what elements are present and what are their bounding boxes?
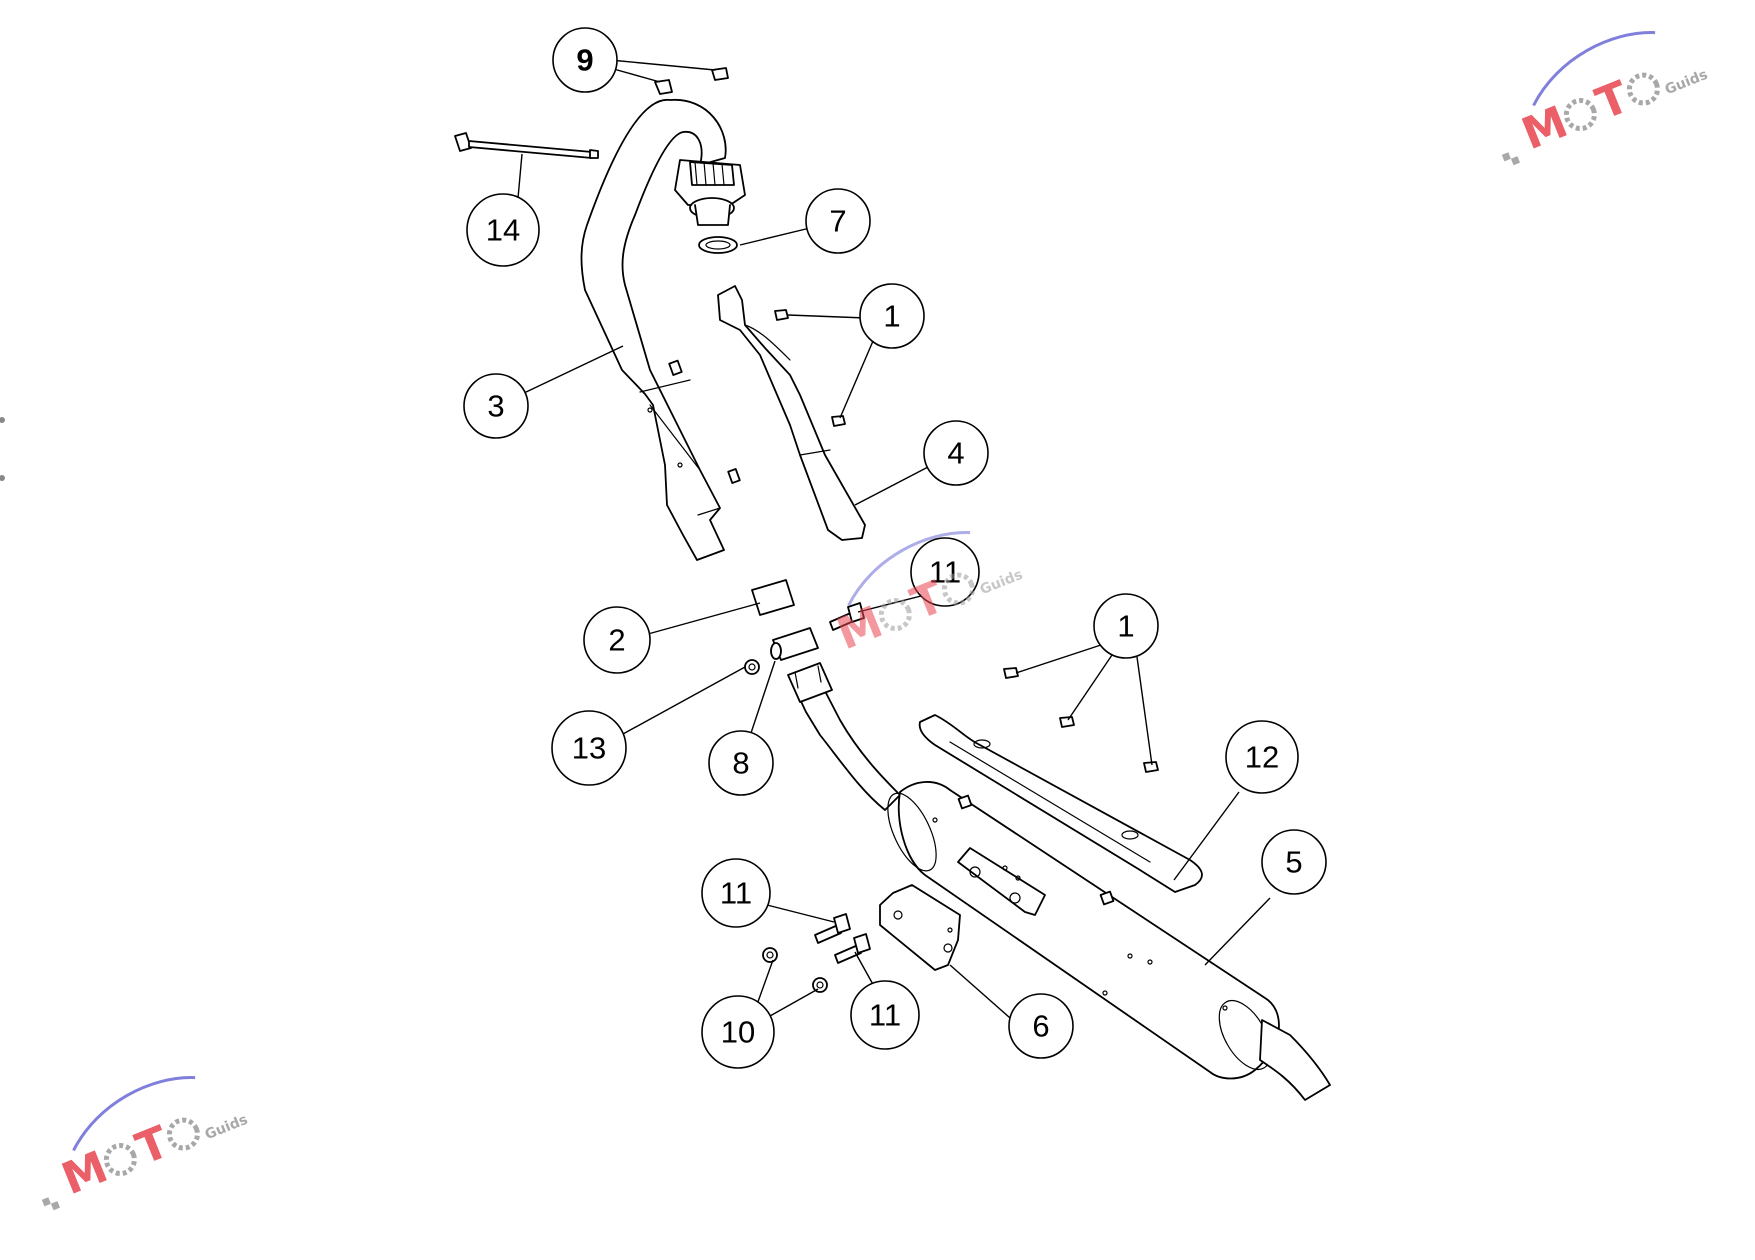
callout-label: 3 <box>487 389 504 424</box>
part-1-screws-lower <box>1003 667 1159 773</box>
callout-label: 11 <box>720 876 752 911</box>
callout-label: 1 <box>1117 609 1134 644</box>
part-6-bracket <box>879 884 961 971</box>
part-8-clamp <box>770 627 819 661</box>
callout-13: 13 <box>551 710 627 786</box>
callout-label: 6 <box>1032 1009 1049 1044</box>
svg-text:Guids: Guids <box>978 567 1025 599</box>
callout-1-lower: 1 <box>1093 593 1159 659</box>
callout-12: 12 <box>1225 720 1299 794</box>
part-7-gasket <box>698 236 738 254</box>
part-9-nuts <box>654 67 729 95</box>
callout-14: 14 <box>466 193 540 267</box>
callout-11-left: 11 <box>701 858 771 928</box>
part-5-muffler <box>787 662 1331 1101</box>
callout-11-upper: 11 <box>910 537 980 607</box>
svg-text:M: M <box>55 1142 115 1206</box>
callout-label: 1 <box>883 299 900 334</box>
part-3-header-pipe <box>580 99 746 561</box>
callout-label: 11 <box>869 998 901 1033</box>
svg-text:T: T <box>129 1117 176 1176</box>
svg-text:Guids: Guids <box>1663 67 1710 99</box>
part-4-heat-shield <box>717 285 866 541</box>
callout-label: 8 <box>732 746 749 781</box>
part-11-bolts-lower <box>814 913 871 964</box>
callout-6: 6 <box>1008 993 1074 1059</box>
svg-text:Guids: Guids <box>203 1112 250 1144</box>
callout-4: 4 <box>923 420 989 486</box>
left-edge-marks <box>0 417 5 481</box>
callout-label: 13 <box>572 731 606 766</box>
part-13-nut <box>744 659 760 675</box>
callout-label: 10 <box>721 1015 755 1050</box>
part-10-nuts <box>762 947 828 993</box>
part-11-bolt-upper <box>829 602 865 631</box>
callout-11-lower: 11 <box>850 980 920 1050</box>
callout-3: 3 <box>463 373 529 439</box>
callout-label: 11 <box>929 555 961 590</box>
callout-label: 7 <box>829 204 846 239</box>
callout-label: 14 <box>486 213 520 248</box>
callout-label: 5 <box>1285 845 1302 880</box>
callout-1-upper: 1 <box>859 283 925 349</box>
part-12-muffler-shield <box>918 714 1203 893</box>
callout-9: 9 <box>552 27 618 93</box>
callout-7: 7 <box>805 188 871 254</box>
callout-label: 4 <box>947 436 964 471</box>
part-14-rod <box>454 132 599 159</box>
part-1-screws-upper <box>774 309 846 427</box>
callout-10: 10 <box>701 995 775 1069</box>
watermark-logo-bottom-left: M T Guids <box>41 1076 250 1211</box>
callout-label: 2 <box>608 623 625 658</box>
svg-text:T: T <box>1589 72 1636 131</box>
callout-2: 2 <box>583 606 651 674</box>
part-2-gasket <box>751 579 795 616</box>
svg-text:M: M <box>1515 97 1575 161</box>
callout-8: 8 <box>708 730 774 796</box>
callout-5: 5 <box>1261 829 1327 895</box>
callout-label: 9 <box>576 43 593 78</box>
callout-label: 12 <box>1245 740 1279 775</box>
watermark-logo-top-right: M T Guids <box>1501 31 1710 166</box>
leader-lines <box>517 59 1271 1026</box>
